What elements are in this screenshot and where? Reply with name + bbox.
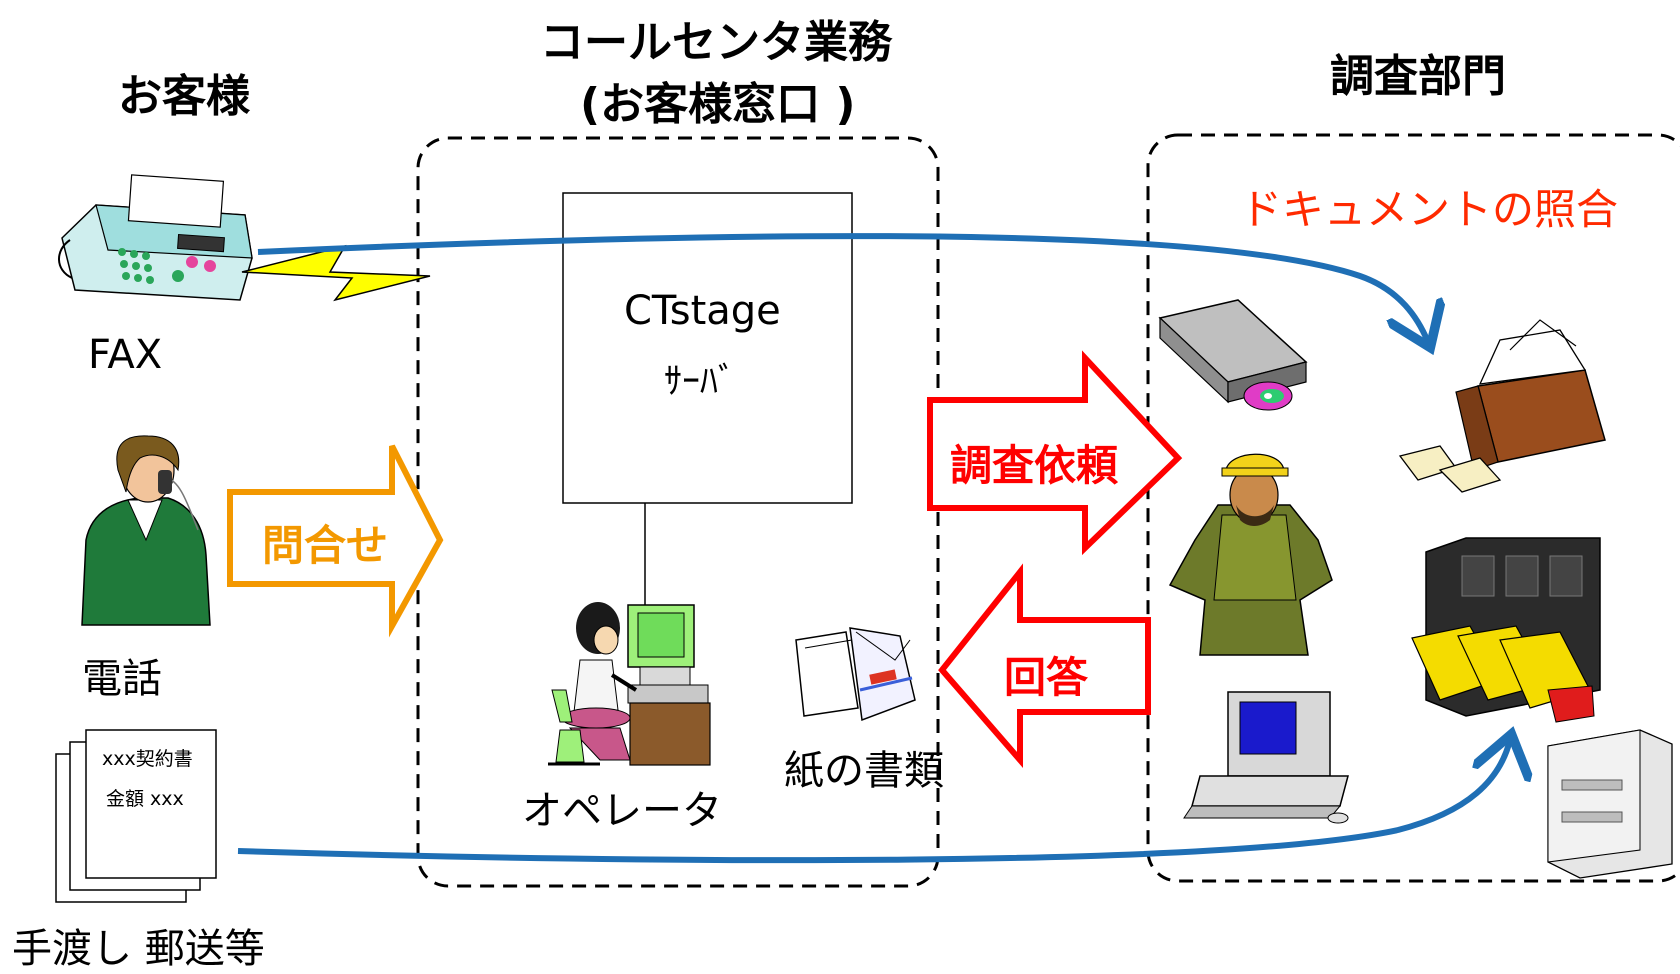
investigation-header: 調査部門 xyxy=(1330,51,1506,102)
terminal-computer-icon xyxy=(1183,691,1349,824)
callcenter-header-line1: コールセンタ業務 xyxy=(540,17,892,68)
operator-label: オペレータ xyxy=(522,788,722,834)
customer-header: お客様 xyxy=(118,71,250,122)
cd-drive-icon xyxy=(1158,299,1308,411)
answer-arrow-label: 回答 xyxy=(1004,653,1089,702)
paper-channel-label: 手渡し 郵送等 xyxy=(12,926,265,972)
document-line-1: xxx契約書 xyxy=(102,748,193,770)
phone-caller-icon xyxy=(81,435,211,626)
paper-documents-icon xyxy=(795,627,916,722)
document-line-2: 金額 xxx xyxy=(106,788,184,810)
investigation-boundary xyxy=(1146,133,1680,883)
fax-to-document-check-line xyxy=(257,233,1428,342)
fax-machine-icon xyxy=(58,174,253,301)
server-name-label: CTstage xyxy=(624,288,781,334)
server-type-label: ｻｰﾊﾞ xyxy=(664,361,736,402)
contract-documents-icon xyxy=(55,729,217,903)
investigation-request-arrow xyxy=(927,350,1183,556)
document-check-label: ドキュメントの照合 xyxy=(1240,185,1619,234)
paper-documents-label: 紙の書類 xyxy=(784,748,944,794)
inquiry-arrow-label: 問合せ xyxy=(262,521,389,570)
inquiry-arrow xyxy=(227,444,444,638)
copier-icon xyxy=(1547,729,1673,879)
ctstage-server-box xyxy=(562,192,853,504)
paper-to-filing-line xyxy=(237,740,1510,864)
request-arrow-label: 調査依頼 xyxy=(950,441,1119,490)
archive-box-mail-icon xyxy=(1398,319,1606,493)
investigator-worker-icon xyxy=(1168,453,1333,656)
callcenter-header-line2: (お客様窓口 ) xyxy=(580,79,856,130)
operator-icon xyxy=(548,602,711,766)
phone-label: 電話 xyxy=(82,656,162,702)
fax-label: FAX xyxy=(88,332,163,378)
filing-cabinets-icon xyxy=(1411,537,1601,723)
answer-arrow xyxy=(938,563,1151,769)
